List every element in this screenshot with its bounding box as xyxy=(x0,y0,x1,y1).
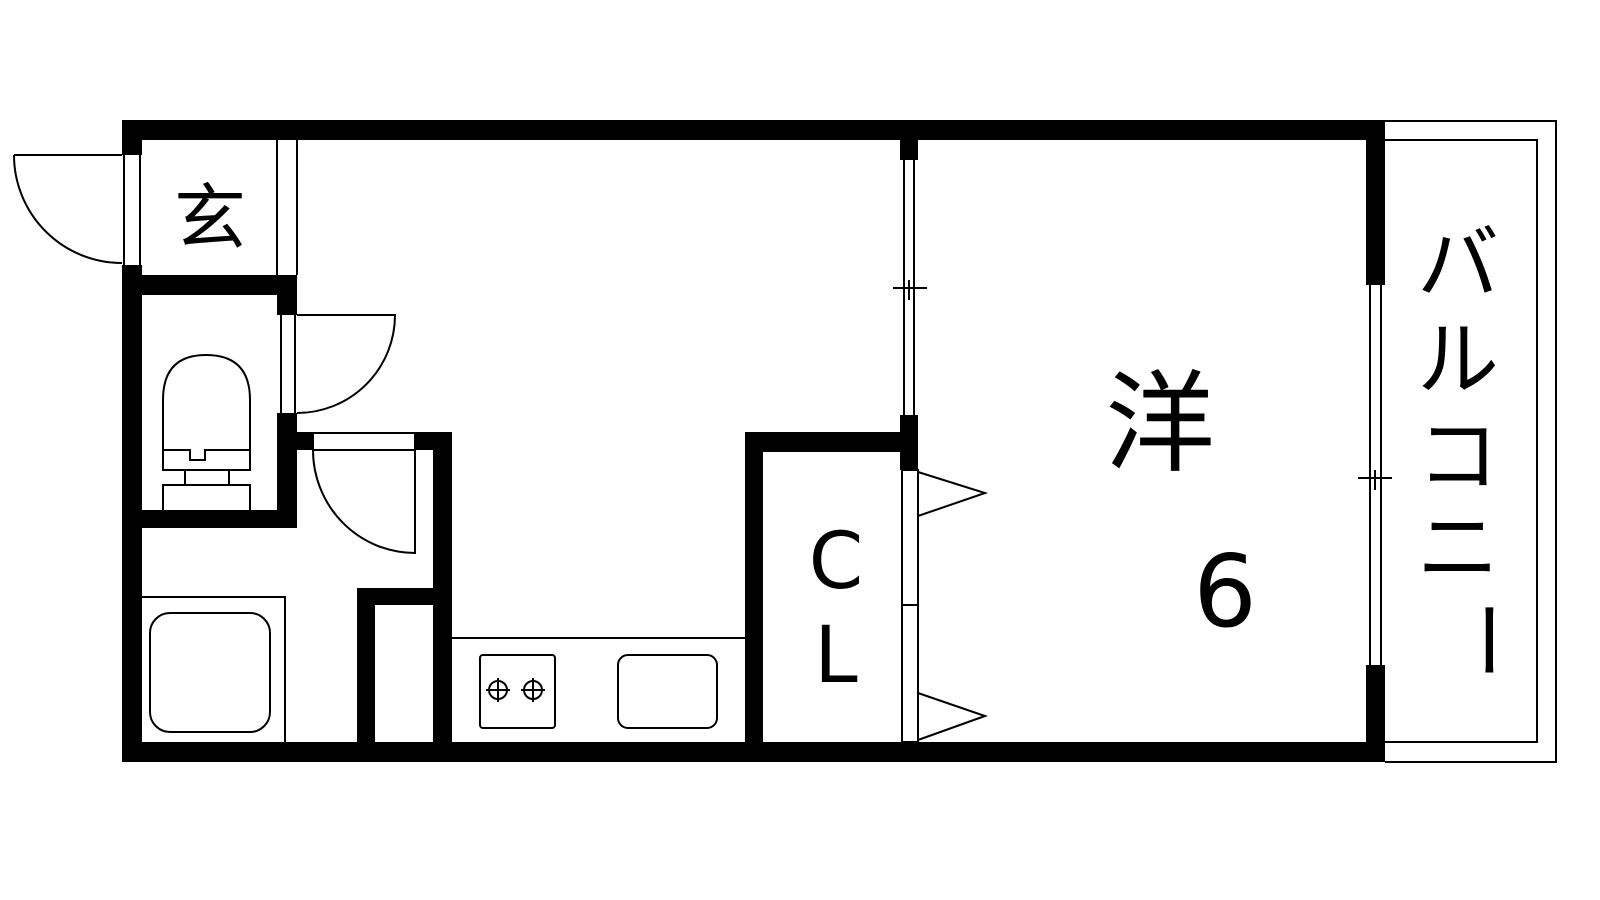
right-wall-bottom xyxy=(1366,665,1385,762)
balcony-char: ル xyxy=(1417,313,1499,408)
entrance-label: 玄 xyxy=(174,176,246,260)
toilet-wall-top xyxy=(277,285,297,315)
washing-machine-icon xyxy=(149,612,271,733)
partition-mid xyxy=(900,415,918,470)
western-room-size: 6 xyxy=(1193,533,1257,650)
stove-icon xyxy=(479,654,556,729)
closet-label-l: L xyxy=(814,611,858,701)
toilet-wall-right xyxy=(277,413,297,528)
partition-top xyxy=(900,140,918,160)
closet-wall xyxy=(745,432,763,752)
walls xyxy=(122,120,1385,762)
western-room-label: 洋 xyxy=(1105,360,1215,488)
top-wall xyxy=(122,120,1385,140)
balcony-char: ー xyxy=(1438,599,1533,681)
entry-door[interactable] xyxy=(13,154,123,264)
balcony-label: バ ル コ ニ ー xyxy=(1417,217,1533,681)
balcony-char: ニ xyxy=(1417,501,1499,596)
bath-wall-stub xyxy=(297,432,313,450)
toilet-wall-bottom xyxy=(122,510,297,528)
entrance-wall xyxy=(122,275,297,295)
toilet-icon xyxy=(162,353,251,450)
balcony-char: コ xyxy=(1417,409,1499,504)
closet-wall-top xyxy=(745,432,918,452)
fixtures xyxy=(13,120,1557,763)
left-wall-top xyxy=(122,120,142,155)
bath-door[interactable] xyxy=(312,449,416,555)
balcony-char: バ xyxy=(1417,217,1499,312)
closet-label-c: C xyxy=(809,517,863,607)
closet-door[interactable] xyxy=(917,471,989,517)
storage-wall xyxy=(357,588,375,752)
right-wall-top xyxy=(1366,120,1385,285)
toilet-door[interactable] xyxy=(296,314,397,414)
sink-icon xyxy=(617,654,718,729)
kitchen-wall xyxy=(433,432,452,752)
closet-door[interactable] xyxy=(917,692,989,741)
storage-wall-top xyxy=(357,588,437,605)
